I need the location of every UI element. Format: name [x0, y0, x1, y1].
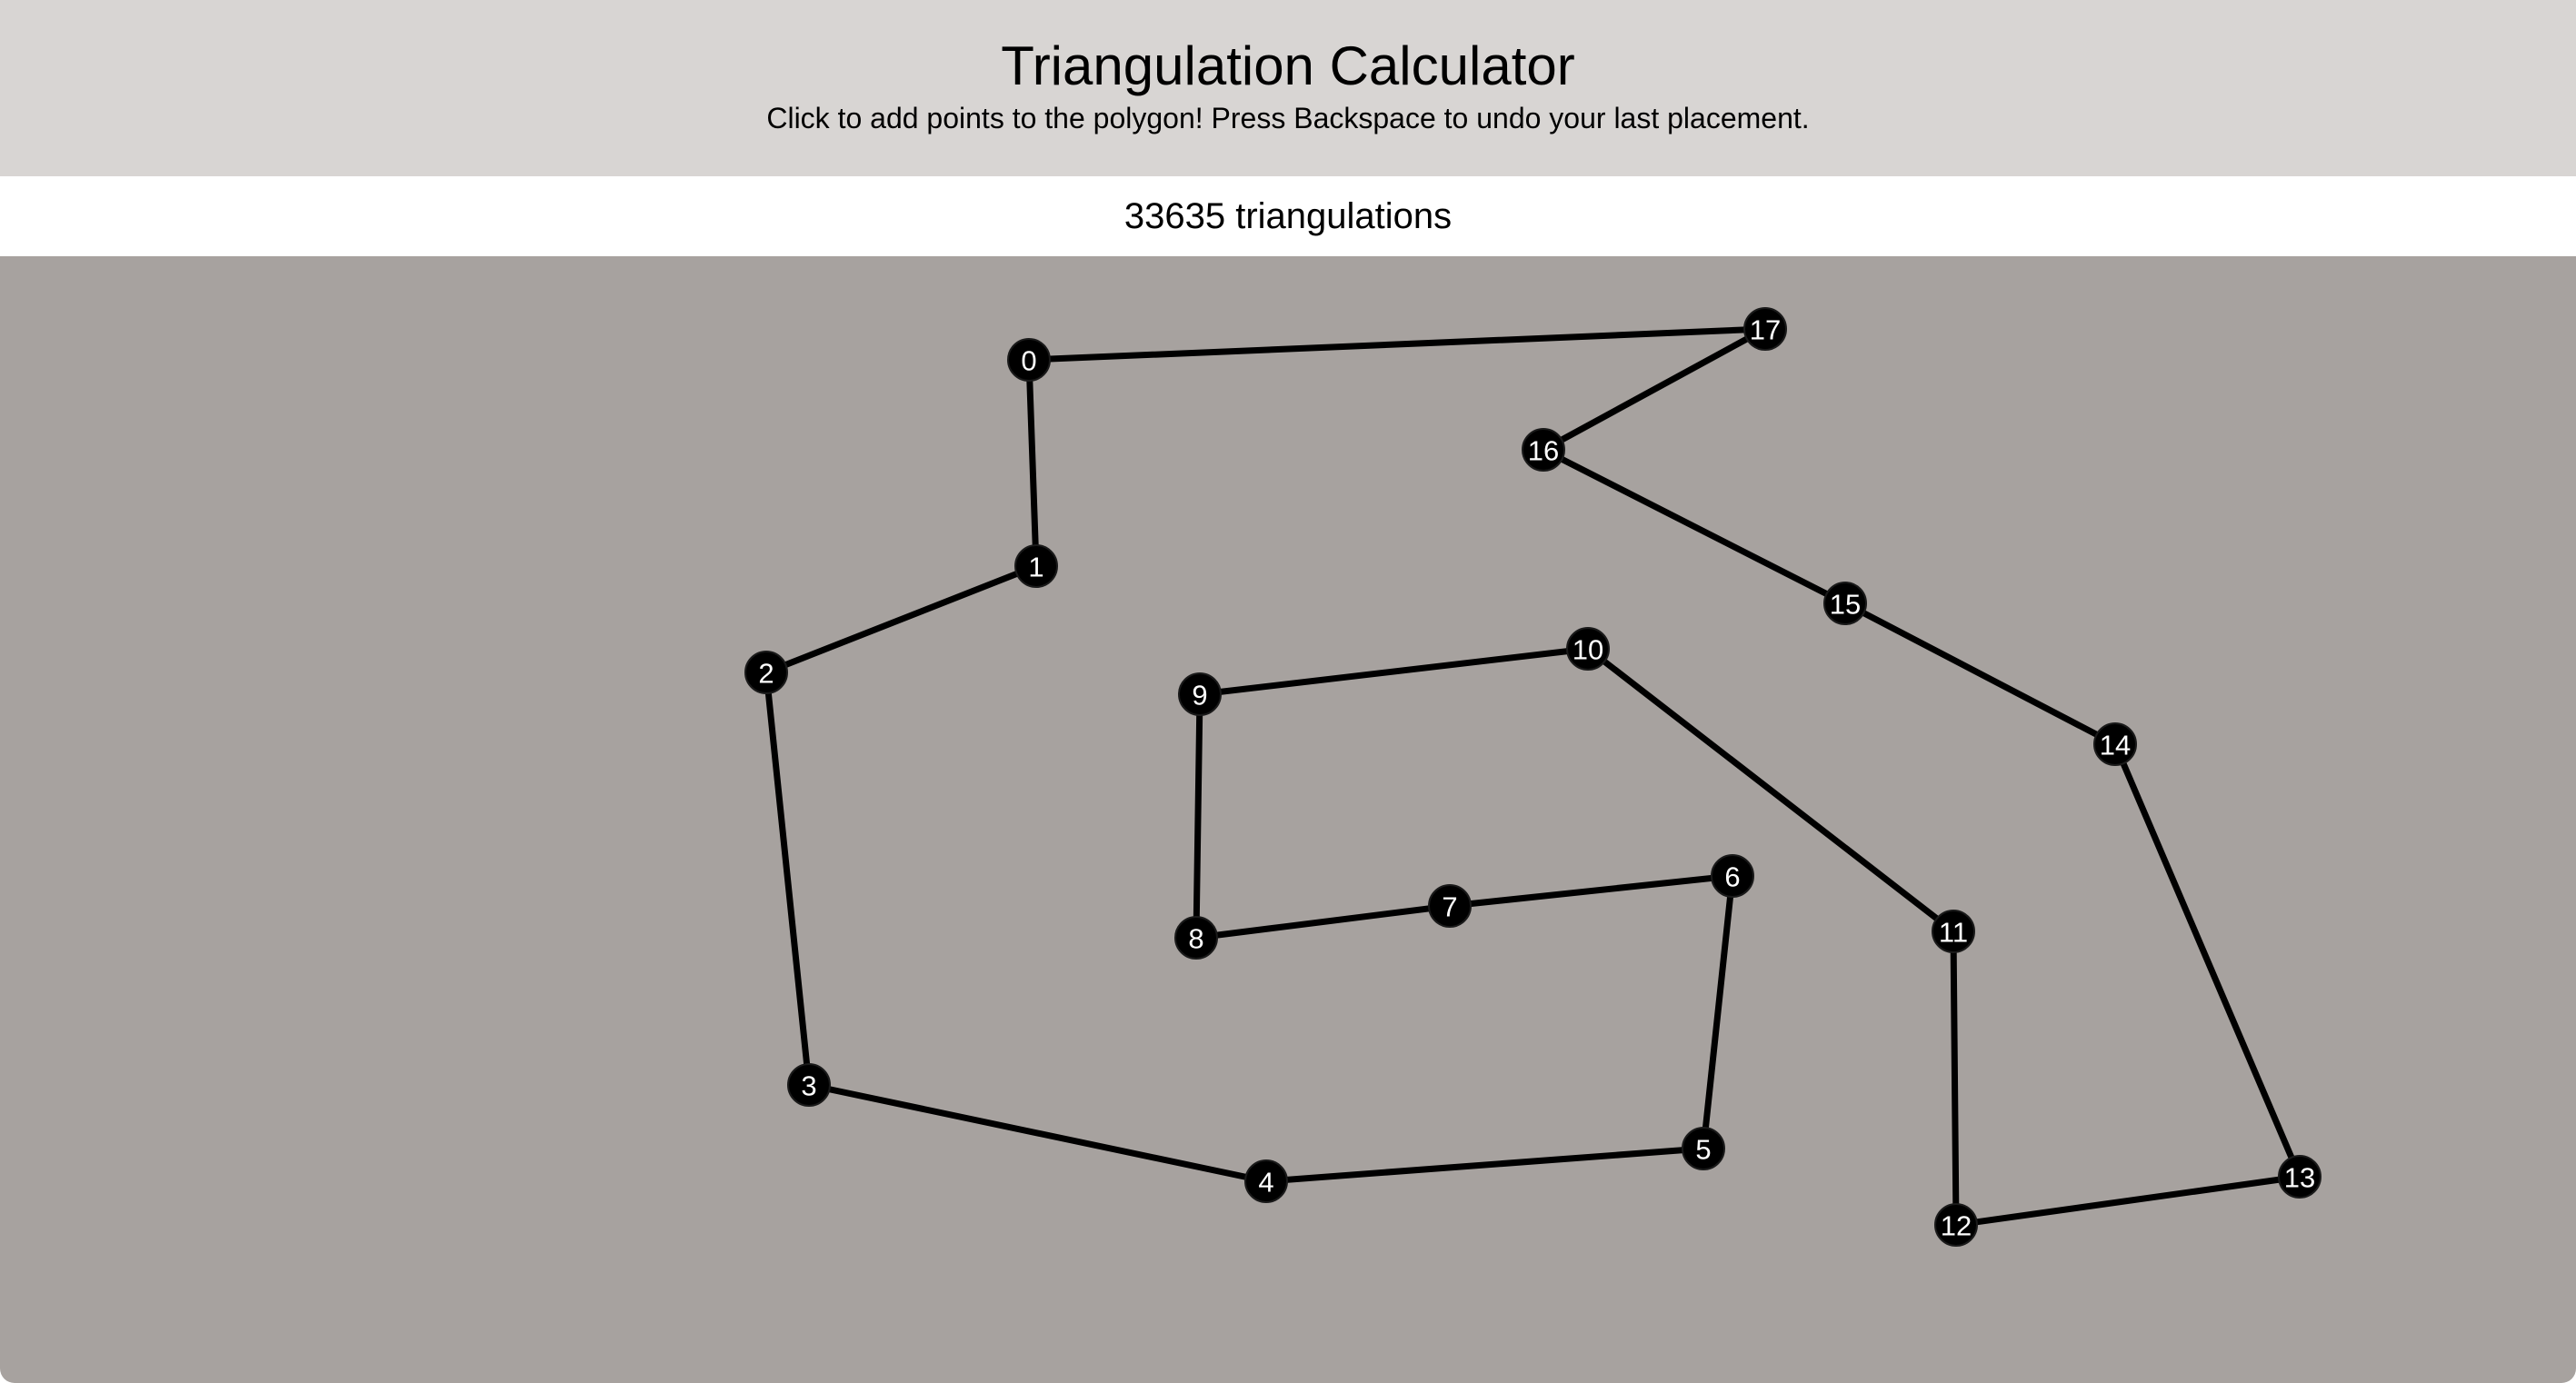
polygon-edge — [1196, 645, 1592, 698]
polygon-edge — [2112, 741, 2303, 1180]
polygon-vertex-7: 7 — [1428, 884, 1472, 928]
vertex-marker — [1178, 672, 1222, 716]
vertex-label: 0 — [1021, 345, 1036, 377]
vertex-marker — [1823, 582, 1867, 625]
polygon-edge — [1540, 446, 1849, 607]
vertex-label: 12 — [1941, 1210, 1972, 1242]
polygon-edge — [1193, 691, 1203, 941]
polygon-edge — [1952, 1173, 2303, 1229]
vertex-marker — [1244, 1159, 1288, 1203]
vertex-marker — [1007, 338, 1051, 382]
polygon-vertex-1: 1 — [1014, 544, 1058, 588]
polygon-vertex-17: 17 — [1743, 307, 1787, 351]
vertex-label: 4 — [1258, 1167, 1273, 1199]
polygon-vertex-5: 5 — [1682, 1127, 1725, 1170]
vertex-label: 17 — [1750, 314, 1781, 346]
triangulation-count: 33635 triangulations — [0, 176, 2576, 256]
vertex-marker — [787, 1063, 831, 1107]
polygon-edge — [1025, 356, 1040, 570]
polygon-edge — [1446, 872, 1736, 910]
polygon-vertex-14: 14 — [2093, 722, 2137, 766]
vertex-marker — [1711, 854, 1754, 898]
vertex-marker — [1174, 916, 1218, 960]
vertex-label: 16 — [1528, 435, 1559, 467]
polygon-vertex-16: 16 — [1522, 428, 1565, 472]
vertex-label: 10 — [1573, 634, 1603, 666]
polygon-vertex-10: 10 — [1566, 627, 1610, 671]
polygon-edge — [1950, 928, 1960, 1229]
vertex-marker — [2093, 722, 2137, 766]
vertex-marker — [1566, 627, 1610, 671]
vertex-marker — [1428, 884, 1472, 928]
polygon-vertex-11: 11 — [1932, 910, 1975, 953]
vertex-marker — [1932, 910, 1975, 953]
polygon-edge — [1700, 872, 1736, 1152]
vertex-label: 13 — [2284, 1162, 2315, 1194]
polygon-vertex-6: 6 — [1711, 854, 1754, 898]
page-instructions: Click to add points to the polygon! Pres… — [766, 102, 1810, 134]
polygon-edge — [1584, 645, 1957, 935]
vertex-label: 15 — [1830, 589, 1861, 621]
vertex-label: 5 — [1695, 1134, 1711, 1166]
polygon-vertex-13: 13 — [2278, 1155, 2321, 1199]
vertex-marker — [1522, 428, 1565, 472]
page-header: Triangulation Calculator Click to add po… — [0, 0, 2576, 176]
vertex-label: 9 — [1192, 680, 1207, 711]
vertex-marker — [1743, 307, 1787, 351]
polygon-edge — [1263, 1145, 1707, 1185]
polygon-edge — [763, 669, 813, 1089]
polygon-vertex-3: 3 — [787, 1063, 831, 1107]
polygon-vertex-9: 9 — [1178, 672, 1222, 716]
polygon-vertex-15: 15 — [1823, 582, 1867, 625]
polygon-edge — [1842, 600, 2119, 748]
vertex-marker — [1014, 544, 1058, 588]
polygon-vertex-4: 4 — [1244, 1159, 1288, 1203]
vertex-marker — [2278, 1155, 2321, 1199]
vertex-label: 6 — [1724, 861, 1740, 893]
vertex-label: 8 — [1188, 923, 1203, 955]
vertex-marker — [1682, 1127, 1725, 1170]
polygon-edge — [1540, 325, 1769, 453]
polygon-edge — [763, 562, 1040, 676]
vertex-label: 3 — [801, 1070, 816, 1102]
vertex-label: 7 — [1442, 891, 1457, 923]
vertex-label: 2 — [758, 658, 774, 690]
vertex-marker — [744, 651, 788, 694]
polygon-edge — [1025, 325, 1769, 363]
page-title: Triangulation Calculator — [1001, 35, 1575, 96]
polygon-edge — [805, 1081, 1270, 1185]
polygon-vertex-8: 8 — [1174, 916, 1218, 960]
vertex-label: 14 — [2100, 730, 2131, 761]
vertex-label: 11 — [1939, 917, 1968, 949]
polygon-vertex-2: 2 — [744, 651, 788, 694]
vertex-marker — [1934, 1203, 1978, 1247]
polygon-vertex-12: 12 — [1934, 1203, 1978, 1247]
vertex-label: 1 — [1028, 552, 1043, 583]
polygon-vertex-0: 0 — [1007, 338, 1051, 382]
polygon-edges — [763, 325, 2303, 1229]
polygon-edge — [1193, 902, 1453, 941]
